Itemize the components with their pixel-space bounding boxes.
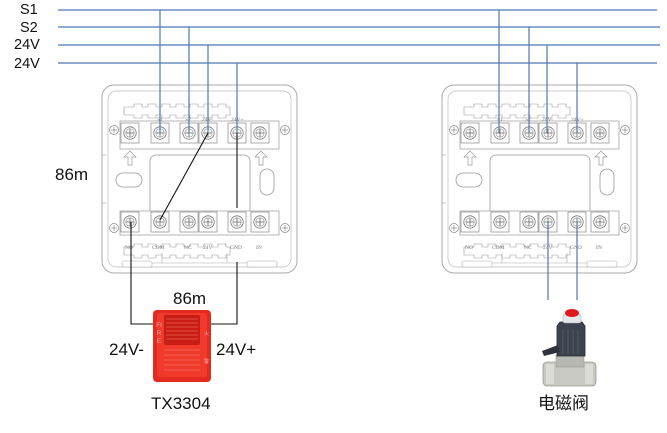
bus-label-s1: S1 <box>20 2 38 18</box>
bus-label-24v-b: 24V <box>14 56 40 72</box>
left-terminal-label-no: NO <box>125 245 133 251</box>
alarm-device-name: TX3304 <box>151 394 211 413</box>
svg-text:警: 警 <box>204 358 209 365</box>
left-terminal-label-s2: S2 <box>185 117 191 123</box>
module-distance-label: 86m <box>55 165 89 184</box>
jumper-24v-minus-to-com <box>159 132 209 221</box>
left-bottom-terminal-labels: NO COM NC 24V GND IN <box>125 245 262 251</box>
horn-side-text: 火 <box>204 331 209 337</box>
local-wires <box>130 132 238 325</box>
left-terminal-label-24v: 24V <box>203 245 213 251</box>
left-terminal-label-nc: NC <box>184 245 192 251</box>
bus-lines <box>58 9 660 300</box>
alarm-wire-no <box>130 222 160 325</box>
right-terminal-label-com: COM <box>492 245 505 251</box>
alarm-wire-gnd <box>204 262 238 325</box>
right-terminal-label-nc: NC <box>524 245 532 251</box>
valve-device-name: 电磁阀 <box>538 394 589 413</box>
left-terminal-label-gnd: GND <box>230 245 242 251</box>
bus-label-24v-a: 24V <box>14 37 40 53</box>
right-terminal-label-gnd: GND <box>570 245 582 251</box>
alarm-distance-label: 86m <box>173 289 207 308</box>
right-terminal-label-in: IN <box>596 245 602 251</box>
alarm-terminal-24v-plus: 24V+ <box>216 340 257 359</box>
alarm-terminal-24v-minus: 24V- <box>109 340 144 359</box>
horn-fire-text: FIRE <box>156 322 162 345</box>
right-terminal-label-s1: S1 <box>497 117 503 123</box>
left-terminal-label-in: IN <box>256 245 262 251</box>
right-terminal-label-s2: S2 <box>525 117 531 123</box>
alarm-horn-strobe: 火 警 <box>153 310 211 382</box>
solenoid-valve <box>542 309 597 387</box>
bus-label-s2: S2 <box>20 20 38 36</box>
right-terminal-label-no: NO <box>465 245 473 251</box>
left-terminal-label-com: COM <box>152 245 165 251</box>
